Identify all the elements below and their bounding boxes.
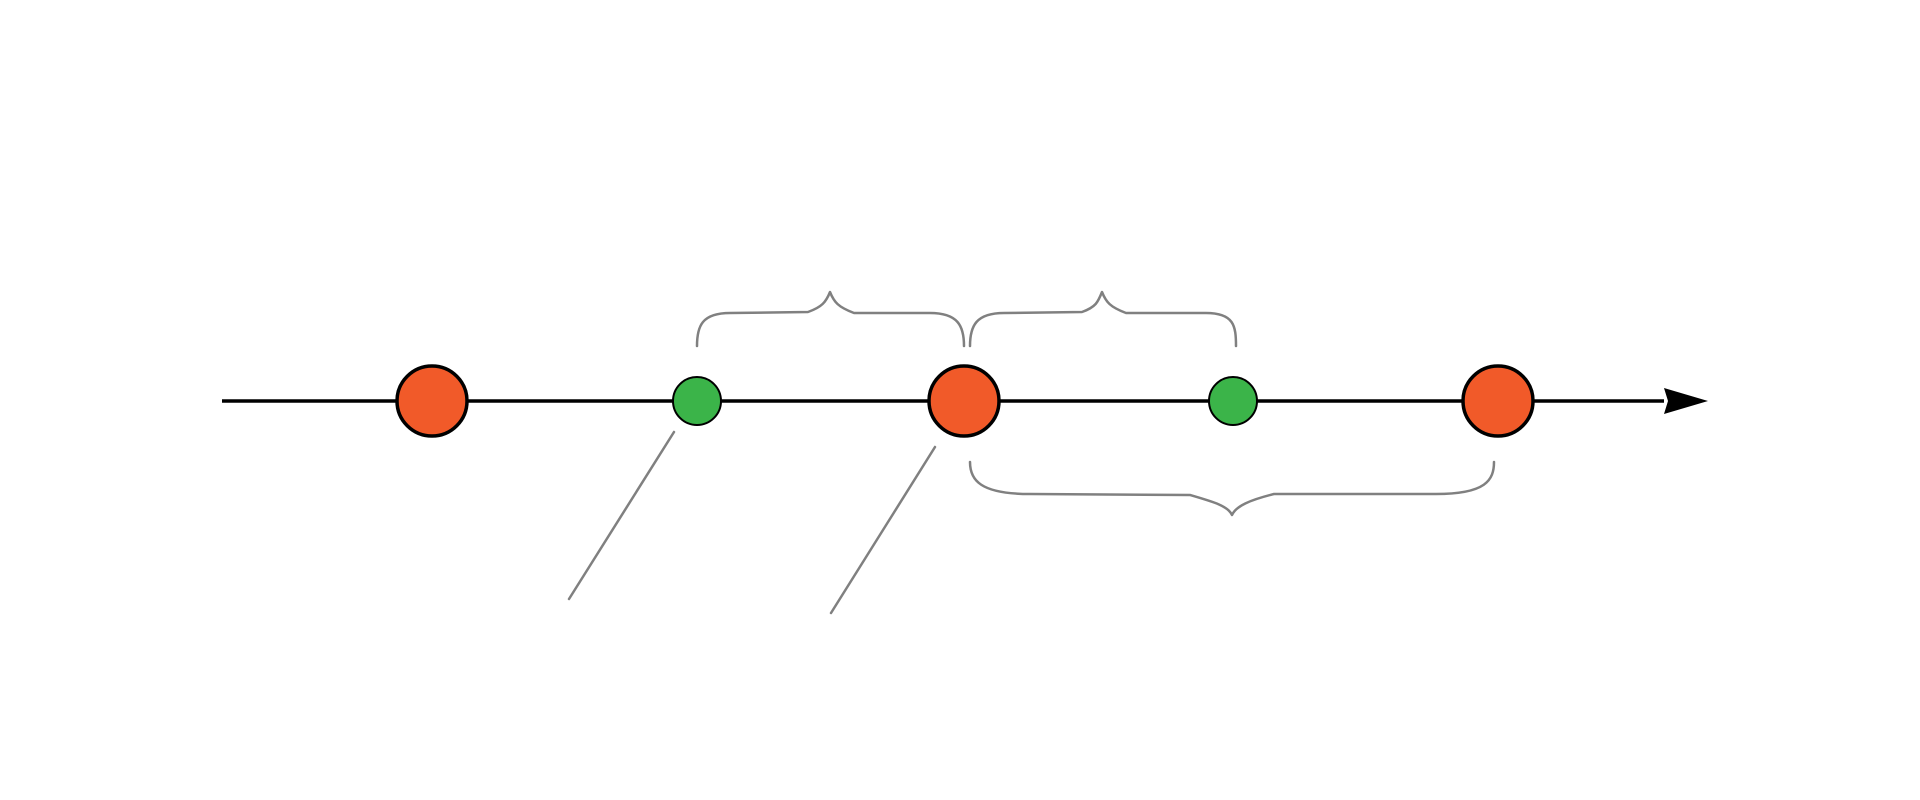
leader-lines	[567, 430, 937, 615]
brace-below-event-3-to-5	[968, 460, 1496, 517]
major-event-marker	[1461, 364, 1535, 438]
leader-line-event-3	[829, 445, 937, 615]
leader-line-event-2	[567, 430, 676, 601]
minor-event-marker	[1208, 376, 1258, 426]
brace-above-event-2-to-3	[695, 290, 966, 348]
brace-above-event-3-to-4	[968, 290, 1238, 348]
minor-event-marker	[672, 376, 722, 426]
timeline-events	[395, 364, 1535, 438]
major-event-marker	[927, 364, 1001, 438]
major-event-marker	[395, 364, 469, 438]
annotation-braces	[695, 290, 1496, 517]
